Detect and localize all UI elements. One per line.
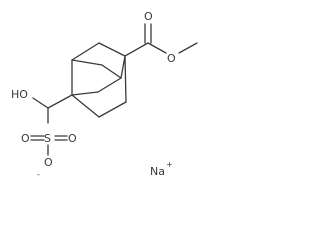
bond — [71, 59, 103, 66]
chemical-structure: O O HO S O O O - Na + — [11, 10, 198, 179]
bond — [97, 77, 122, 93]
bond — [71, 91, 99, 96]
sodium-counterion: Na + — [150, 160, 173, 178]
bond — [47, 94, 73, 109]
bond — [98, 42, 126, 57]
bond — [124, 55, 127, 103]
bond — [120, 55, 126, 79]
sulfonyl-oxygen-right-label: O — [68, 132, 77, 145]
bond — [71, 42, 100, 61]
methyl-ester-group: O O — [124, 10, 198, 65]
bond — [71, 94, 100, 118]
sodium-label: Na — [150, 165, 165, 178]
hydroxyl-label: HO — [11, 88, 28, 101]
sulfonate-charge-label: - — [37, 170, 40, 179]
bond — [101, 64, 122, 79]
carbonyl-oxygen-label: O — [144, 10, 153, 23]
hydroxy-sulfomethyl-group: HO S O O O - — [11, 88, 77, 179]
bond — [178, 42, 198, 54]
bond — [32, 97, 49, 109]
ester-oxygen-label: O — [167, 52, 176, 65]
sulfur-label: S — [44, 132, 51, 145]
sulfonate-oxygen-label: O — [44, 156, 53, 169]
bond — [147, 42, 167, 54]
sulfonyl-oxygen-left-label: O — [21, 132, 30, 145]
bond — [124, 42, 149, 57]
bond — [98, 101, 127, 118]
sodium-charge-label: + — [166, 160, 173, 169]
bicyclooctane-cage — [71, 42, 127, 118]
